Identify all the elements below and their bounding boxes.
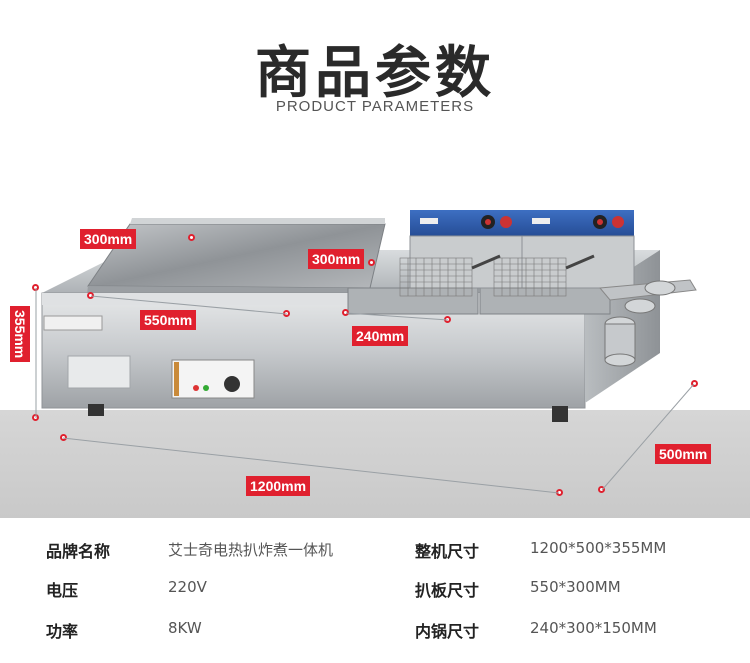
dim-marker	[368, 259, 375, 266]
table-row: 功率 8KW 内锅尺寸 240*300*150MM	[0, 608, 750, 648]
table-row: 品牌名称 艾士奇电热扒炸煮一体机 整机尺寸 1200*500*355MM	[0, 528, 750, 568]
dim-marker	[444, 316, 451, 323]
dim-marker	[32, 284, 39, 291]
dim-marker	[691, 380, 698, 387]
dim-depth: 500mm	[655, 444, 712, 464]
dim-fryer-width: 240mm	[352, 326, 409, 346]
table-row: 电压 220V 扒板尺寸 550*300MM	[0, 567, 750, 607]
spec-value: 艾士奇电热扒炸煮一体机	[168, 541, 334, 559]
spec-value: 220V	[168, 578, 207, 596]
spec-key: 内锅尺寸	[415, 622, 480, 641]
spec-value: 550*300MM	[530, 578, 621, 596]
spec-value: 240*300*150MM	[530, 619, 657, 637]
spec-value: 1200*500*355MM	[530, 539, 667, 557]
dim-fryer-depth: 300mm	[308, 249, 365, 269]
product-photo: 300mm 300mm 550mm 240mm 355mm 1200mm 500…	[0, 138, 750, 518]
dim-marker	[283, 310, 290, 317]
spec-key: 整机尺寸	[415, 542, 480, 561]
spec-key: 电压	[46, 581, 79, 600]
dim-marker	[60, 434, 67, 441]
spec-table: 品牌名称 艾士奇电热扒炸煮一体机 整机尺寸 1200*500*355MM 电压 …	[0, 528, 750, 663]
griddle-fryer-illustration	[41, 210, 697, 422]
dim-marker	[598, 486, 605, 493]
spec-key: 扒板尺寸	[415, 581, 480, 600]
dim-marker	[32, 414, 39, 421]
page-title: 商品参数	[255, 41, 495, 106]
spec-key: 品牌名称	[46, 542, 111, 561]
spec-key: 功率	[46, 622, 79, 641]
dim-marker	[87, 292, 94, 299]
dim-marker	[188, 234, 195, 241]
dim-marker	[342, 309, 349, 316]
dim-griddle-width: 550mm	[140, 310, 197, 330]
dim-height: 355mm	[10, 306, 30, 363]
dim-marker	[556, 489, 563, 496]
spec-value: 8KW	[168, 619, 202, 637]
page-subtitle: PRODUCT PARAMETERS	[275, 98, 475, 115]
dim-length: 1200mm	[246, 476, 311, 496]
dim-griddle-depth: 300mm	[80, 229, 137, 249]
